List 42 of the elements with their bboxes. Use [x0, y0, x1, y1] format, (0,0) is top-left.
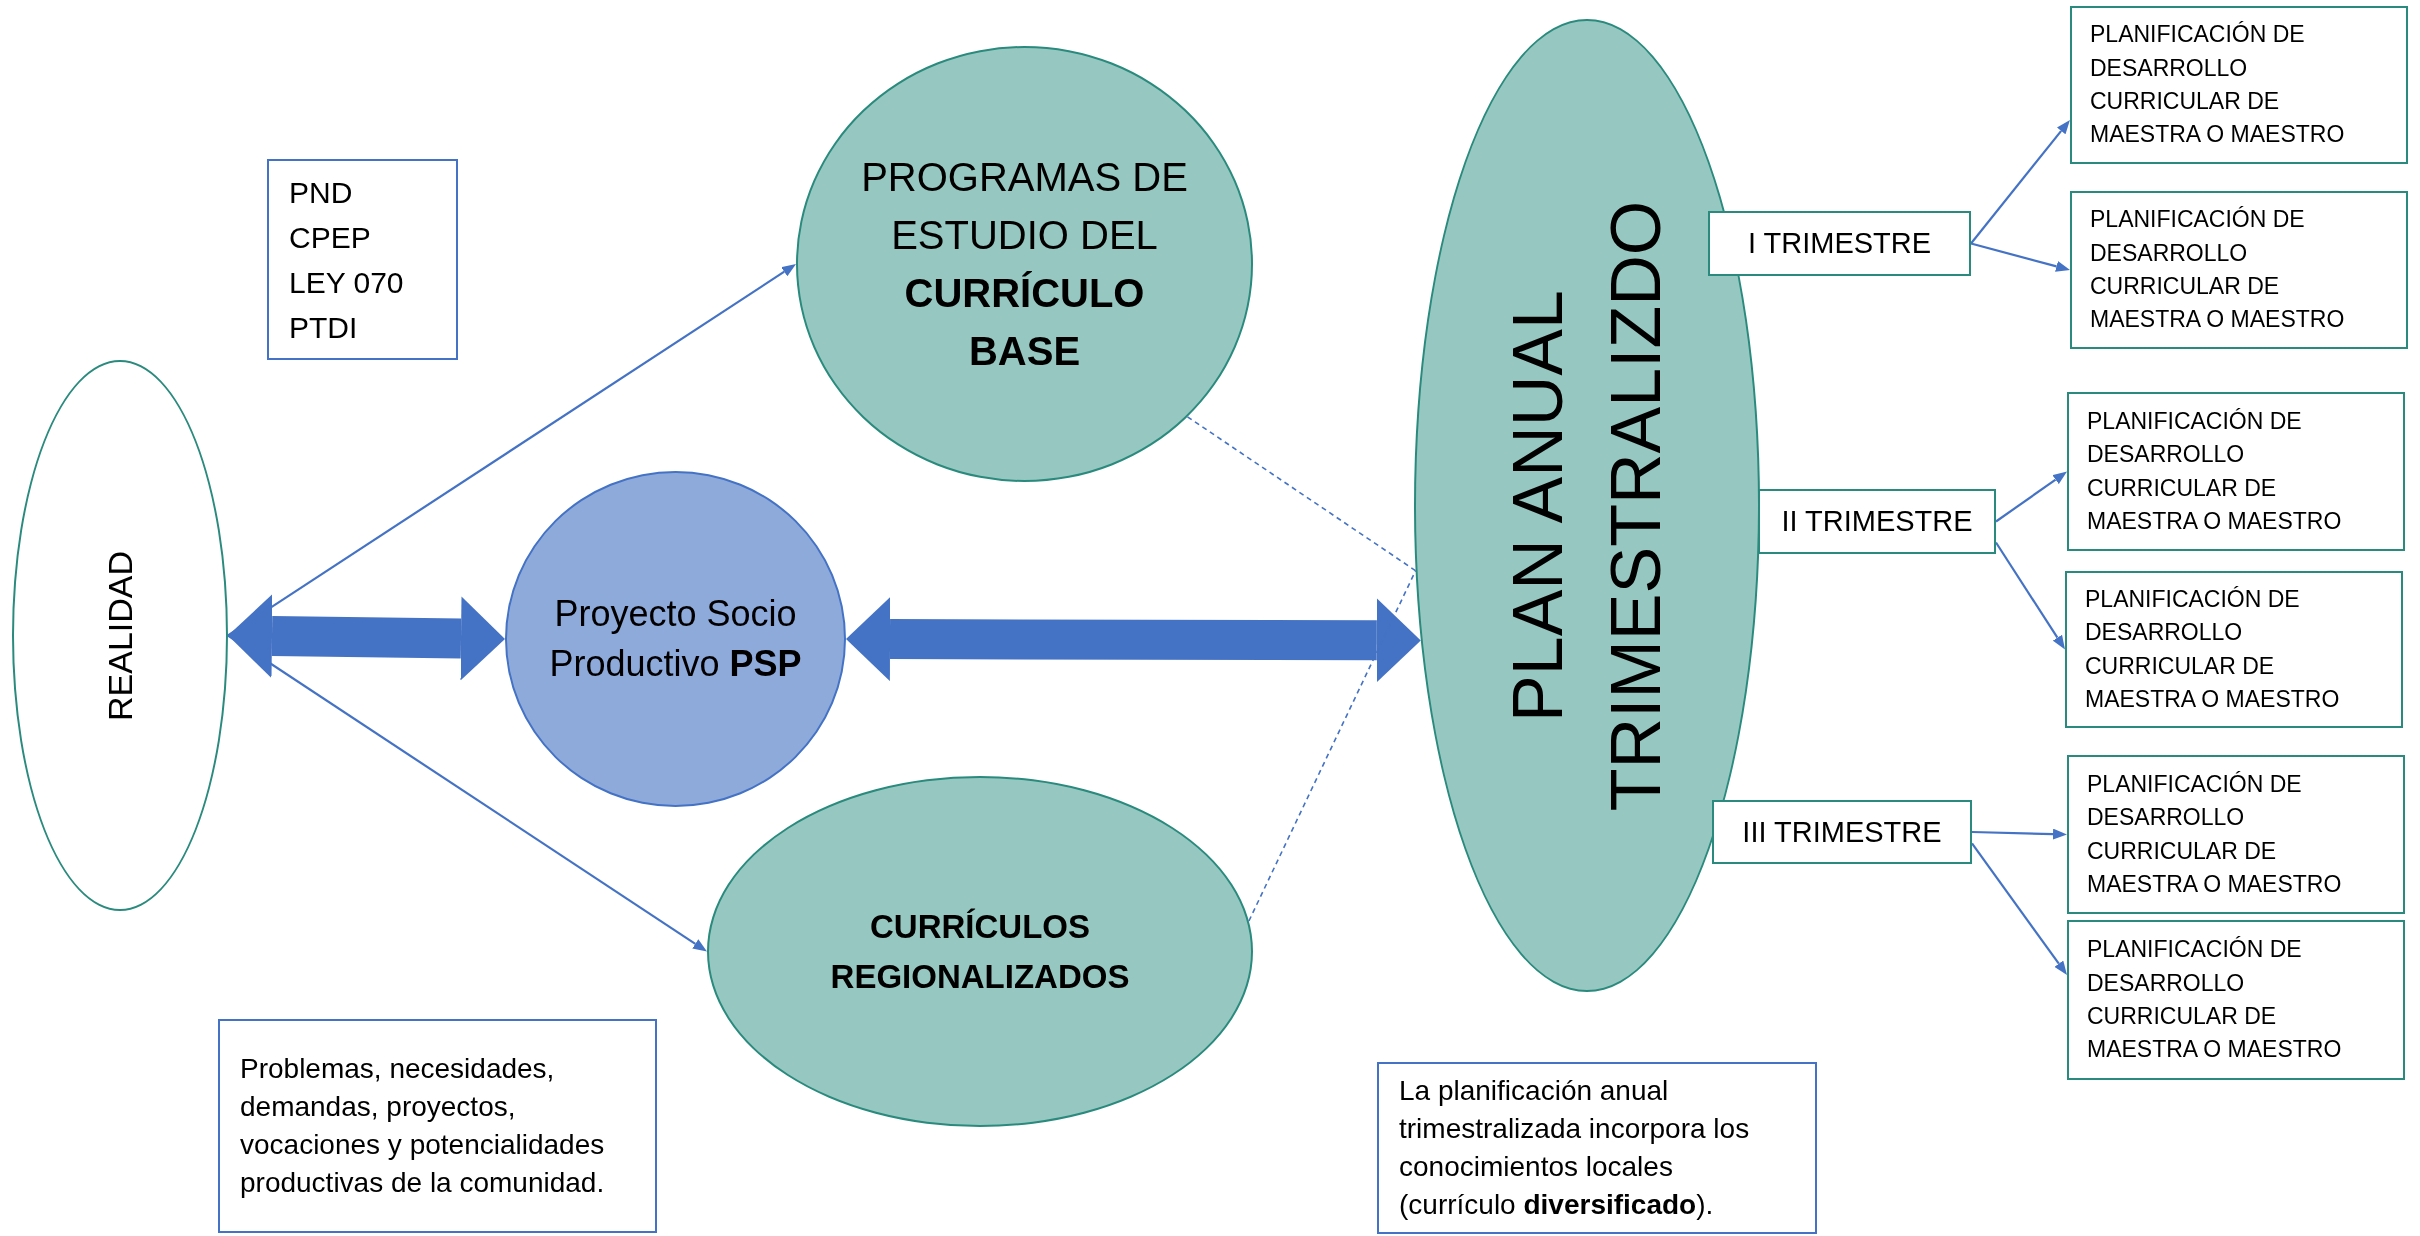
node-text: PLANIFICACIÓN DE DESARROLLO CURRICULAR DE MAESTRA O MAESTRO [2090, 20, 2346, 150]
text-box [267, 159, 458, 360]
arrow [1995, 541, 2065, 650]
arrow [227, 264, 796, 637]
node-text: CURRÍCULOS REGIONALIZADOS [829, 907, 1131, 997]
text-box [2070, 191, 2408, 349]
node-text: CPEP [289, 219, 372, 256]
text-box [1712, 800, 1972, 864]
double-block-arrow [846, 597, 1421, 683]
text-box [2067, 755, 2405, 914]
node-text: LEY 070 [289, 264, 405, 301]
node-text: I TRIMESTRE [1746, 226, 1933, 262]
arrow [1970, 119, 2070, 245]
arrow [227, 634, 707, 952]
node-text: III TRIMESTRE [1741, 814, 1943, 850]
node-text: PLANIFICACIÓN DE DESARROLLO CURRICULAR DE MAESTRA O MAESTRO [2085, 584, 2341, 714]
text-box [1758, 489, 1996, 554]
text-box [2067, 920, 2405, 1080]
node-text: PND [289, 174, 354, 211]
node-text: PLANIFICACIÓN DE DESARROLLO CURRICULAR DE MAESTRA O MAESTRO [2087, 406, 2343, 536]
vertical-title: REALIDAD [99, 549, 140, 723]
text-box [1708, 211, 1971, 276]
node-text: II TRIMESTRE [1780, 504, 1974, 540]
vertical-title: PLAN ANUAL TRIMESTRALIZDO [1498, 199, 1676, 813]
node-text: La planificación anual trimestralizada incorpora los conocimientos locales (currículo diversificado). [1399, 1074, 1751, 1222]
arrow [1970, 242, 2070, 272]
text-box [2070, 6, 2408, 164]
text-box [2065, 571, 2403, 728]
text-box [218, 1019, 657, 1233]
node-text: PROGRAMAS DE ESTUDIO DEL CURRÍCULO BASE [860, 154, 1189, 375]
arrow [1995, 471, 2068, 523]
node-text: Problemas, necesidades, demandas, proyectos, vocaciones y potencialidades productivas de la comunidad. [240, 1052, 606, 1200]
node-text: PLANIFICACIÓN DE DESARROLLO CURRICULAR DE MAESTRA O MAESTRO [2090, 205, 2346, 335]
arrow [1971, 828, 2067, 840]
arrow [1971, 842, 2067, 976]
text-box [1377, 1062, 1817, 1234]
node-text: PTDI [289, 309, 359, 346]
node-text: PLANIFICACIÓN DE DESARROLLO CURRICULAR DE MAESTRA O MAESTRO [2087, 935, 2343, 1065]
node-text: PLANIFICACIÓN DE DESARROLLO CURRICULAR DE MAESTRA O MAESTRO [2087, 769, 2343, 899]
node-text: Proyecto Socio Productivo PSP [548, 591, 803, 686]
text-box [2067, 392, 2405, 551]
double-block-arrow [228, 594, 505, 681]
